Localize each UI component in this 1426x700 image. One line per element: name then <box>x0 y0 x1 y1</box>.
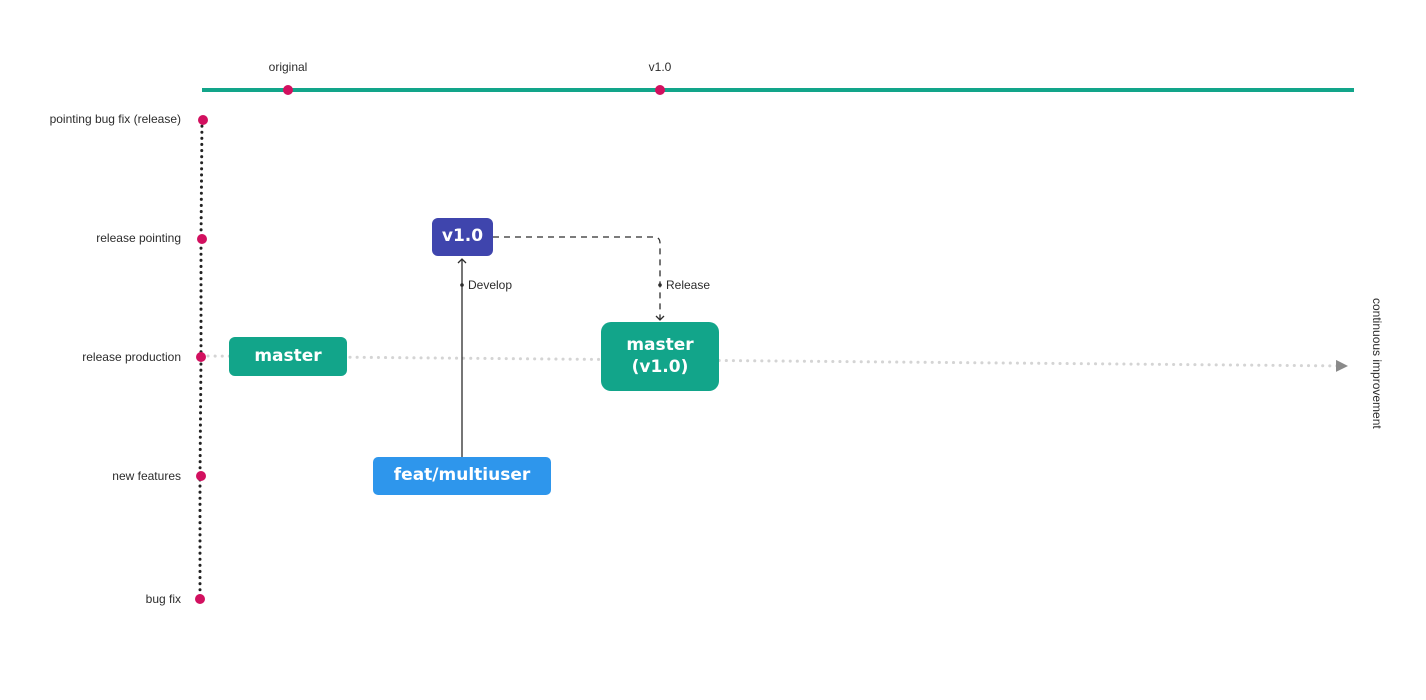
lane-label-pointing-bug-fix: pointing bug fix (release) <box>49 112 181 126</box>
timeline-dot-v1 <box>655 85 665 95</box>
edge-label-release: Release <box>666 278 711 292</box>
node-v1[interactable]: v1.0 <box>432 218 493 256</box>
timeline-label-v1: v1.0 <box>648 60 672 74</box>
lane-label-new-features: new features <box>112 469 181 483</box>
timeline-label-original: original <box>268 60 308 74</box>
lane-dot-pointing-bug-fix <box>198 115 208 125</box>
lane-label-release-pointing: release pointing <box>96 231 181 245</box>
node-master[interactable]: master <box>229 337 347 376</box>
edge-label-develop: Develop <box>468 278 513 292</box>
develop-edge-dot <box>460 283 464 287</box>
continuous-improvement-arrow <box>206 354 1348 372</box>
timeline-dot-original <box>283 85 293 95</box>
node-feat-multiuser[interactable]: feat/multiuser <box>373 457 551 495</box>
continuous-improvement-label: continuous improvement <box>1370 298 1384 429</box>
lane-dot-release-production <box>196 352 206 362</box>
lane-label-bug-fix: bug fix <box>145 592 181 606</box>
lane-dot-release-pointing <box>197 234 207 244</box>
lane-dot-bug-fix <box>195 594 205 604</box>
release-edge-dot <box>658 283 662 287</box>
node-master-v1[interactable]: master (v1.0) <box>601 322 719 391</box>
lane-dot-new-features <box>196 471 206 481</box>
release-edge <box>493 236 665 321</box>
lane-label-release-production: release production <box>82 350 181 364</box>
